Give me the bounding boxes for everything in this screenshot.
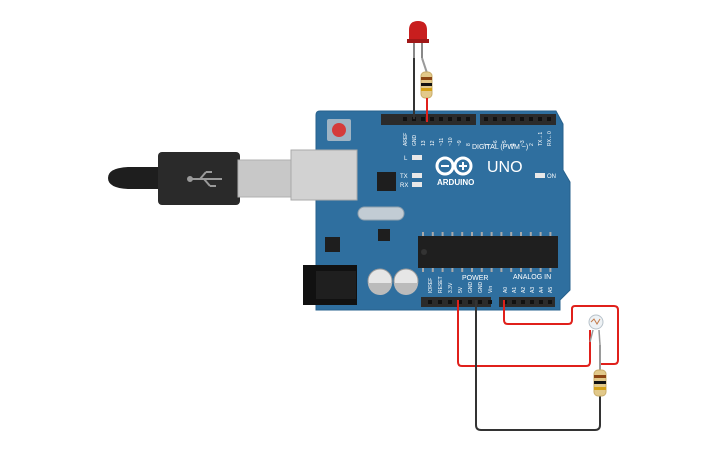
red-led[interactable]	[407, 21, 429, 58]
power-pin-label: GND	[468, 282, 474, 294]
digital-pin-label: 8	[466, 143, 472, 146]
crystal-oscillator	[357, 206, 405, 221]
power-pin-socket[interactable]	[478, 300, 482, 304]
digital-pin-socket[interactable]	[466, 117, 470, 121]
digital-pin-label: ~5	[502, 140, 508, 146]
small-chip	[378, 229, 390, 241]
photoresistor[interactable]	[588, 314, 604, 346]
small-chip	[377, 172, 396, 191]
svg-text:L: L	[404, 156, 408, 162]
svg-text:RX: RX	[400, 183, 408, 189]
power-pin-socket[interactable]	[458, 300, 462, 304]
analog-pin-label: A5	[548, 287, 554, 293]
wire-gnd-resistor[interactable]	[475, 300, 601, 431]
capacitor	[367, 268, 393, 295]
digital-pin-label: ~3	[520, 140, 526, 146]
led-rx-indicator: RX	[400, 182, 422, 189]
digital-pin-socket[interactable]	[430, 117, 434, 121]
digital-pin-label: 7	[484, 143, 490, 146]
digital-pin-socket[interactable]	[493, 117, 497, 121]
wire-5v-sensor[interactable]	[457, 300, 591, 367]
regulator-chip	[325, 237, 340, 252]
power-pin-socket[interactable]	[488, 300, 492, 304]
analog-pin-label: A0	[503, 287, 509, 293]
power-pin-label: Vin	[488, 286, 494, 293]
digital-pin-socket[interactable]	[538, 117, 542, 121]
digital-pin-socket[interactable]	[403, 117, 407, 121]
digital-header-left	[381, 114, 476, 125]
power-pin-label: IOREF	[428, 278, 434, 293]
analog-header	[499, 297, 555, 307]
digital-pin-label: 2	[529, 143, 535, 146]
digital-header-right	[480, 114, 556, 125]
power-pin-label: 3.3V	[448, 282, 454, 293]
power-pin-label: GND	[478, 282, 484, 294]
digital-pin-socket[interactable]	[448, 117, 452, 121]
microcontroller-chip	[418, 232, 558, 272]
analog-pin-socket[interactable]	[539, 300, 543, 304]
analog-pin-label: A2	[521, 287, 527, 293]
led-on-indicator: ON	[535, 173, 556, 180]
digital-pin-label: ~6	[493, 140, 499, 146]
analog-pin-label: A4	[539, 287, 545, 293]
digital-pin-socket[interactable]	[484, 117, 488, 121]
power-pin-socket[interactable]	[428, 300, 432, 304]
analog-pin-socket[interactable]	[548, 300, 552, 304]
power-pin-label: RESET	[438, 276, 444, 293]
digital-pin-label: TX→1	[538, 132, 544, 146]
digital-pin-socket[interactable]	[457, 117, 461, 121]
brand-label: ARDUINO	[437, 178, 474, 187]
digital-pin-socket[interactable]	[511, 117, 515, 121]
digital-pin-label: ~11	[439, 138, 445, 146]
analog-pin-label: A3	[530, 287, 536, 293]
resistor-led[interactable]	[420, 57, 433, 99]
reset-button[interactable]	[327, 119, 351, 141]
power-pin-socket[interactable]	[438, 300, 442, 304]
digital-pin-label: AREF	[403, 133, 409, 146]
led-tx-indicator: TX	[400, 173, 422, 180]
power-pin-socket[interactable]	[448, 300, 452, 304]
capacitor	[393, 268, 419, 295]
svg-text:ON: ON	[547, 174, 556, 180]
digital-pin-socket[interactable]	[547, 117, 551, 121]
arduino-logo-icon	[435, 156, 473, 176]
wire-a0-sensor[interactable]	[503, 300, 619, 372]
svg-text:TX: TX	[400, 174, 408, 180]
led-l-indicator: L	[404, 155, 422, 162]
digital-pin-label: ~9	[457, 140, 463, 146]
power-jack	[303, 265, 357, 305]
digital-pin-socket[interactable]	[421, 117, 425, 121]
digital-pin-socket[interactable]	[520, 117, 524, 121]
power-pin-socket[interactable]	[468, 300, 472, 304]
analog-pin-label: A1	[512, 287, 518, 293]
digital-pin-label: 12	[430, 140, 436, 146]
digital-pin-label: GND	[412, 135, 418, 147]
power-header	[421, 297, 491, 307]
analog-pin-socket[interactable]	[530, 300, 534, 304]
digital-pin-label: 4	[511, 143, 517, 146]
analog-in-label: ANALOG IN	[513, 274, 551, 281]
arduino-board[interactable]: L TX RX ON ARDUINO UNO DIGITAL (PWM ~) P…	[290, 110, 571, 311]
power-pin-label: 5V	[458, 286, 464, 293]
power-label: POWER	[462, 275, 488, 282]
resistor-sensor[interactable]	[593, 345, 607, 397]
digital-pwm-label: DIGITAL (PWM ~)	[472, 144, 528, 151]
digital-pin-label: 13	[421, 140, 427, 146]
analog-pin-socket[interactable]	[512, 300, 516, 304]
usb-port	[290, 149, 358, 201]
digital-pin-socket[interactable]	[529, 117, 533, 121]
digital-pin-socket[interactable]	[502, 117, 506, 121]
usb-symbol-icon	[187, 171, 222, 187]
digital-pin-label: ~10	[448, 137, 454, 146]
usb-cable[interactable]	[108, 152, 295, 205]
model-label: UNO	[487, 159, 523, 176]
digital-pin-label: RX←0	[547, 131, 553, 146]
digital-pin-socket[interactable]	[439, 117, 443, 121]
analog-pin-socket[interactable]	[521, 300, 525, 304]
